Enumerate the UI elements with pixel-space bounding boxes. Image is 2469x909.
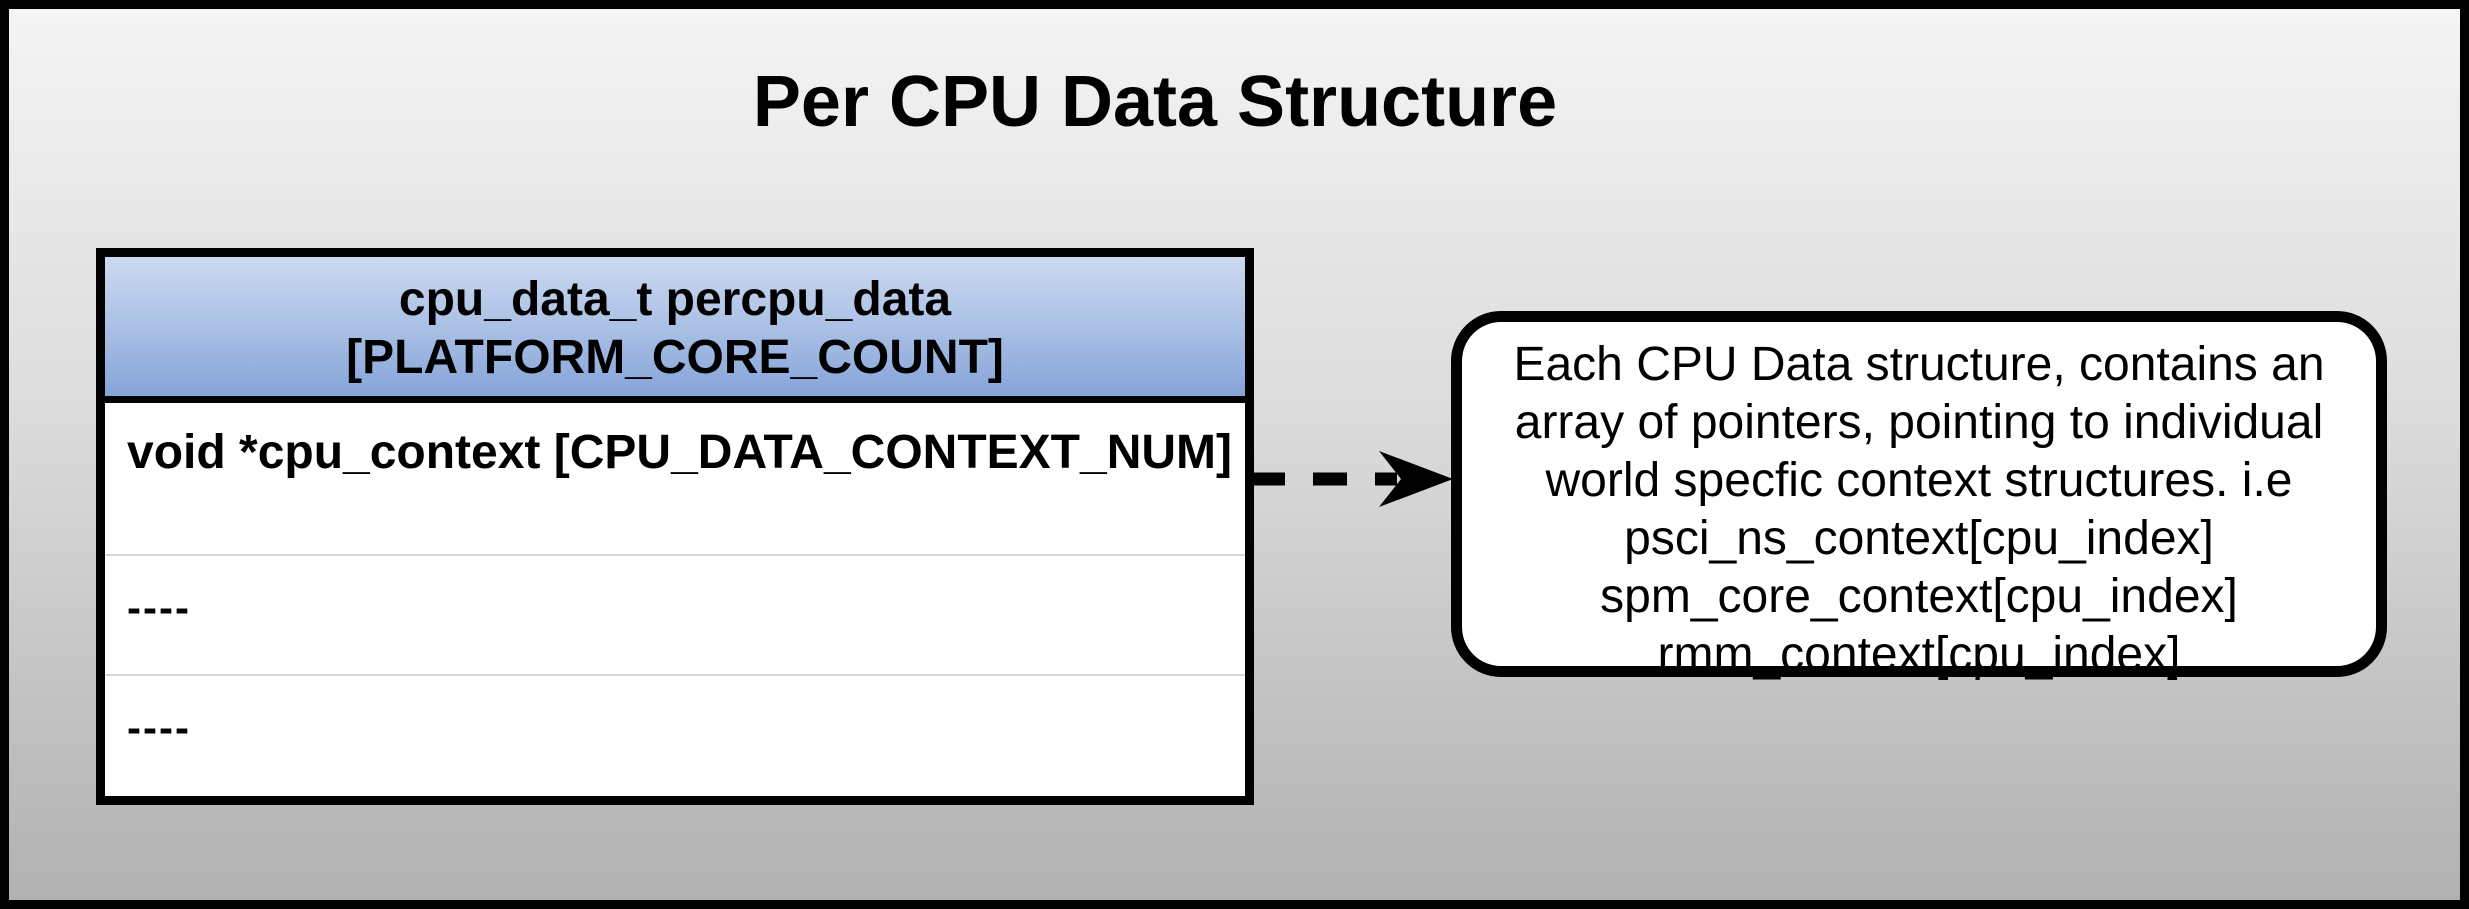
dashed-arrow-right-icon — [1251, 451, 1453, 507]
note-line: rmm_context[cpu_index] — [1657, 628, 2181, 681]
table-row-label: ---- — [127, 704, 191, 751]
table-row-placeholder-2: ---- — [105, 674, 1245, 796]
note-line: Each CPU Data structure, contains an — [1513, 338, 2325, 391]
table-row-label: void *cpu_context [CPU_DATA_CONTEXT_NUM] — [127, 426, 1232, 479]
callout-note-box: Each CPU Data structure, contains an arr… — [1451, 311, 2387, 681]
table-header-line1: cpu_data_t percpu_data — [398, 273, 952, 326]
table-row-cpu-context: void *cpu_context [CPU_DATA_CONTEXT_NUM] — [105, 403, 1245, 554]
note-line: spm_core_context[cpu_index] — [1600, 570, 2238, 623]
table-row-label: ---- — [127, 584, 191, 631]
table-header-line2: [PLATFORM_CORE_COUNT] — [346, 331, 1004, 384]
table-header: cpu_data_t percpu_data [PLATFORM_CORE_CO… — [105, 257, 1245, 403]
diagram-title: Per CPU Data Structure — [752, 62, 1558, 142]
note-line: psci_ns_context[cpu_index] — [1624, 512, 2214, 565]
cpu-data-table: cpu_data_t percpu_data [PLATFORM_CORE_CO… — [96, 248, 1254, 805]
note-line: array of pointers, pointing to individua… — [1514, 396, 2324, 449]
table-row-placeholder-1: ---- — [105, 554, 1245, 674]
note-line: world specfic context structures. i.e — [1545, 454, 2293, 507]
